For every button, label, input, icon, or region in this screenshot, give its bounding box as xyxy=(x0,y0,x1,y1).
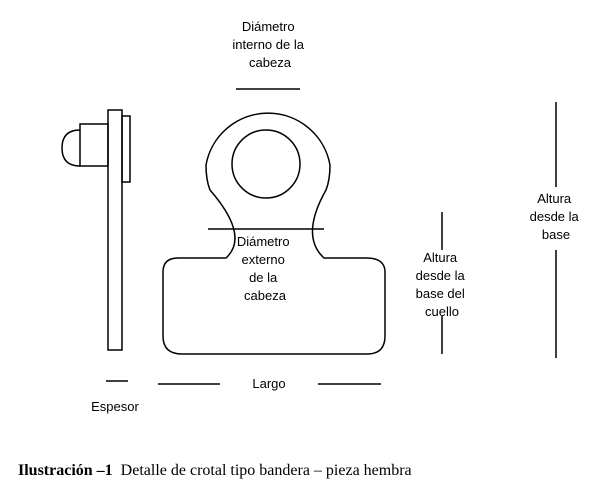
caption-text: Detalle de crotal tipo bandera – pieza h… xyxy=(120,462,412,479)
head-hole xyxy=(231,129,301,199)
label-base-height: Altura desde la base xyxy=(530,191,583,242)
label-neck-base-height: Altura desde la base del cuello xyxy=(416,250,469,319)
side-stem xyxy=(79,123,109,167)
side-plate xyxy=(107,109,123,351)
dimension-lines xyxy=(106,88,557,385)
label-inner-diameter: Diámetro interno de la cabeza xyxy=(232,19,307,70)
label-length: Largo xyxy=(252,376,285,391)
figure-caption: Ilustración –1 Detalle de crotal tipo ba… xyxy=(18,462,412,480)
side-back-plate xyxy=(121,115,131,183)
tag-front-outline xyxy=(162,112,386,355)
side-knob xyxy=(61,129,81,167)
caption-prefix: Ilustración –1 xyxy=(18,462,113,479)
label-outer-diameter: Diámetro externo de la cabeza xyxy=(237,234,293,303)
tag-side-view xyxy=(61,109,131,351)
label-thickness: Espesor xyxy=(91,399,139,414)
